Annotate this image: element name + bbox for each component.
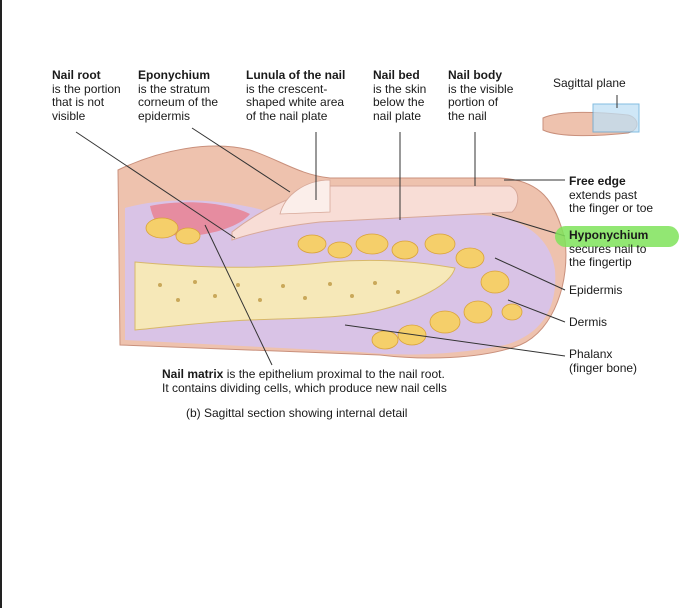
epidermis-label: Epidermis (569, 283, 623, 297)
dermis-label: Dermis (569, 315, 607, 329)
eponychium-line: epidermis (138, 108, 191, 123)
nail-bed-line: below the (373, 95, 425, 109)
free-edge-line: the finger or toe (569, 201, 654, 215)
hyponychium-label: Hyponychium secures nail to the fingerti… (569, 228, 649, 270)
nail-bed-line: nail plate (373, 108, 422, 123)
fat-clusters (145, 217, 523, 350)
nail-bed-line: is the skin (373, 81, 427, 96)
free-edge-label: Free edge extends past the finger or toe (569, 174, 654, 216)
nail-root-label: Nail root is the portion that is not vis… (52, 68, 121, 123)
nail-root-line: is the portion (52, 81, 121, 96)
hyponychium-title: Hyponychium (569, 228, 649, 242)
lunula-line: shaped white area (246, 95, 345, 109)
sagittal-plane-label: Sagittal plane (553, 76, 626, 90)
nail-bed-label: Nail bed is the skin below the nail plat… (373, 68, 427, 123)
phalanx-title: Phalanx (569, 347, 613, 361)
free-edge-line: extends past (569, 187, 638, 202)
phalanx-label: Phalanx (finger bone) (569, 347, 638, 375)
nail-body-line: is the visible (448, 81, 514, 96)
nail-root-title: Nail root (52, 68, 101, 82)
nail-root-line: visible (52, 108, 86, 123)
phalanx-bone (134, 259, 456, 331)
lunula-title: Lunula of the nail (246, 68, 346, 82)
nail-body-label: Nail body is the visible portion of the … (448, 68, 514, 123)
lunula-line: is the crescent- (246, 81, 328, 96)
nail-root-line: that is not (52, 95, 105, 109)
phalanx-subtitle: (finger bone) (569, 360, 638, 375)
nail-body-title: Nail body (448, 68, 503, 82)
hyponychium-line: secures nail to (569, 241, 647, 256)
eponychium-label: Eponychium is the stratum corneum of the… (138, 68, 219, 123)
sagittal-plane-inset (542, 95, 640, 137)
eponychium-title: Eponychium (138, 68, 211, 82)
hyponychium-highlight (555, 226, 679, 247)
figure-subcaption: (b) Sagittal section showing internal de… (186, 406, 408, 420)
eponychium-line: corneum of the (138, 95, 219, 109)
free-edge-title: Free edge (569, 174, 626, 188)
lunula (279, 179, 331, 215)
nail-bed-title: Nail bed (373, 68, 420, 82)
lunula-label: Lunula of the nail is the crescent- shap… (246, 68, 346, 123)
nail-matrix-caption: Nail matrix is the epithelium proximal t… (162, 367, 522, 395)
eponychium-line: is the stratum (138, 81, 211, 96)
nail-matrix-title: Nail matrix (162, 367, 224, 381)
lunula-line: of the nail plate (246, 108, 328, 123)
nail-body-line: the nail (448, 108, 487, 123)
nail-matrix-text: is the epithelium proximal to the nail r… (223, 367, 445, 381)
leader-lines (75, 127, 566, 366)
nail-body-line: portion of (448, 95, 499, 109)
left-border (0, 0, 2, 608)
nail-matrix-text-2: It contains dividing cells, which produc… (162, 380, 447, 395)
bone-texture (158, 280, 400, 302)
hyponychium-line: the fingertip (569, 255, 632, 269)
